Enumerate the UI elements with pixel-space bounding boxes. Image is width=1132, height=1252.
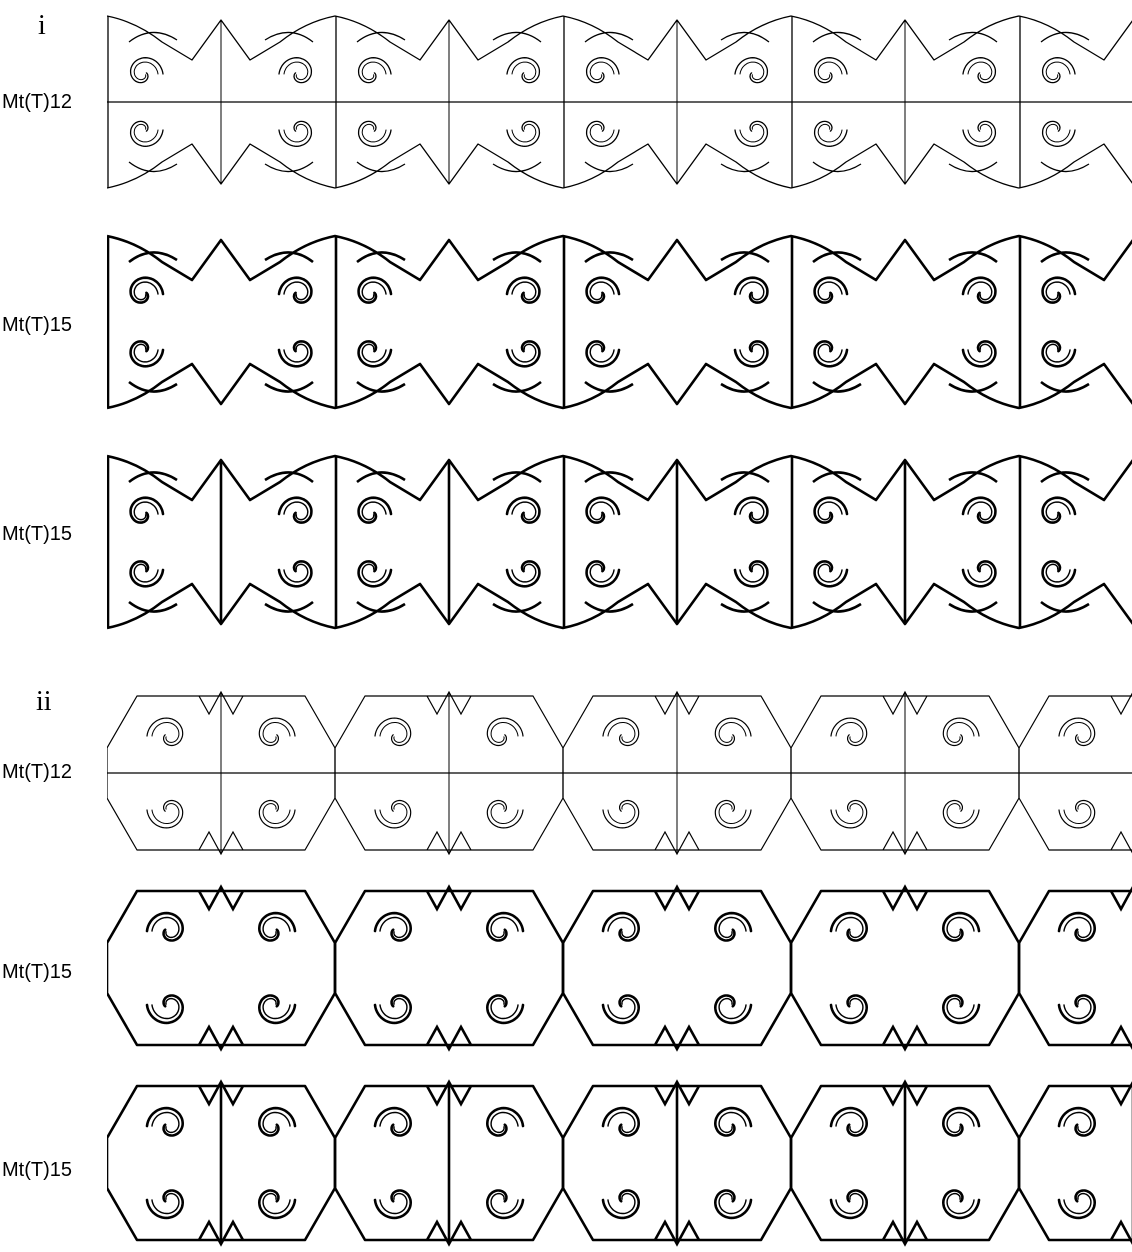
row-label-i-3: Mt(T)15 (2, 524, 72, 544)
ornament-band-ii-2 (107, 883, 1132, 1053)
row-label-i-1: Mt(T)12 (2, 92, 72, 112)
ornament-band-ii-3 (107, 1078, 1132, 1248)
ornament-band-i-1 (107, 12, 1132, 192)
row-label-ii-3: Mt(T)15 (2, 1160, 72, 1180)
row-label-ii-2: Mt(T)15 (2, 962, 72, 982)
section-label-ii: ii (36, 688, 52, 716)
ornament-band-i-3 (107, 452, 1132, 632)
row-label-ii-1: Mt(T)12 (2, 762, 72, 782)
ornament-band-ii-1 (107, 688, 1132, 858)
ornament-band-i-2 (107, 232, 1132, 412)
section-label-i: i (38, 12, 46, 40)
row-label-i-2: Mt(T)15 (2, 315, 72, 335)
